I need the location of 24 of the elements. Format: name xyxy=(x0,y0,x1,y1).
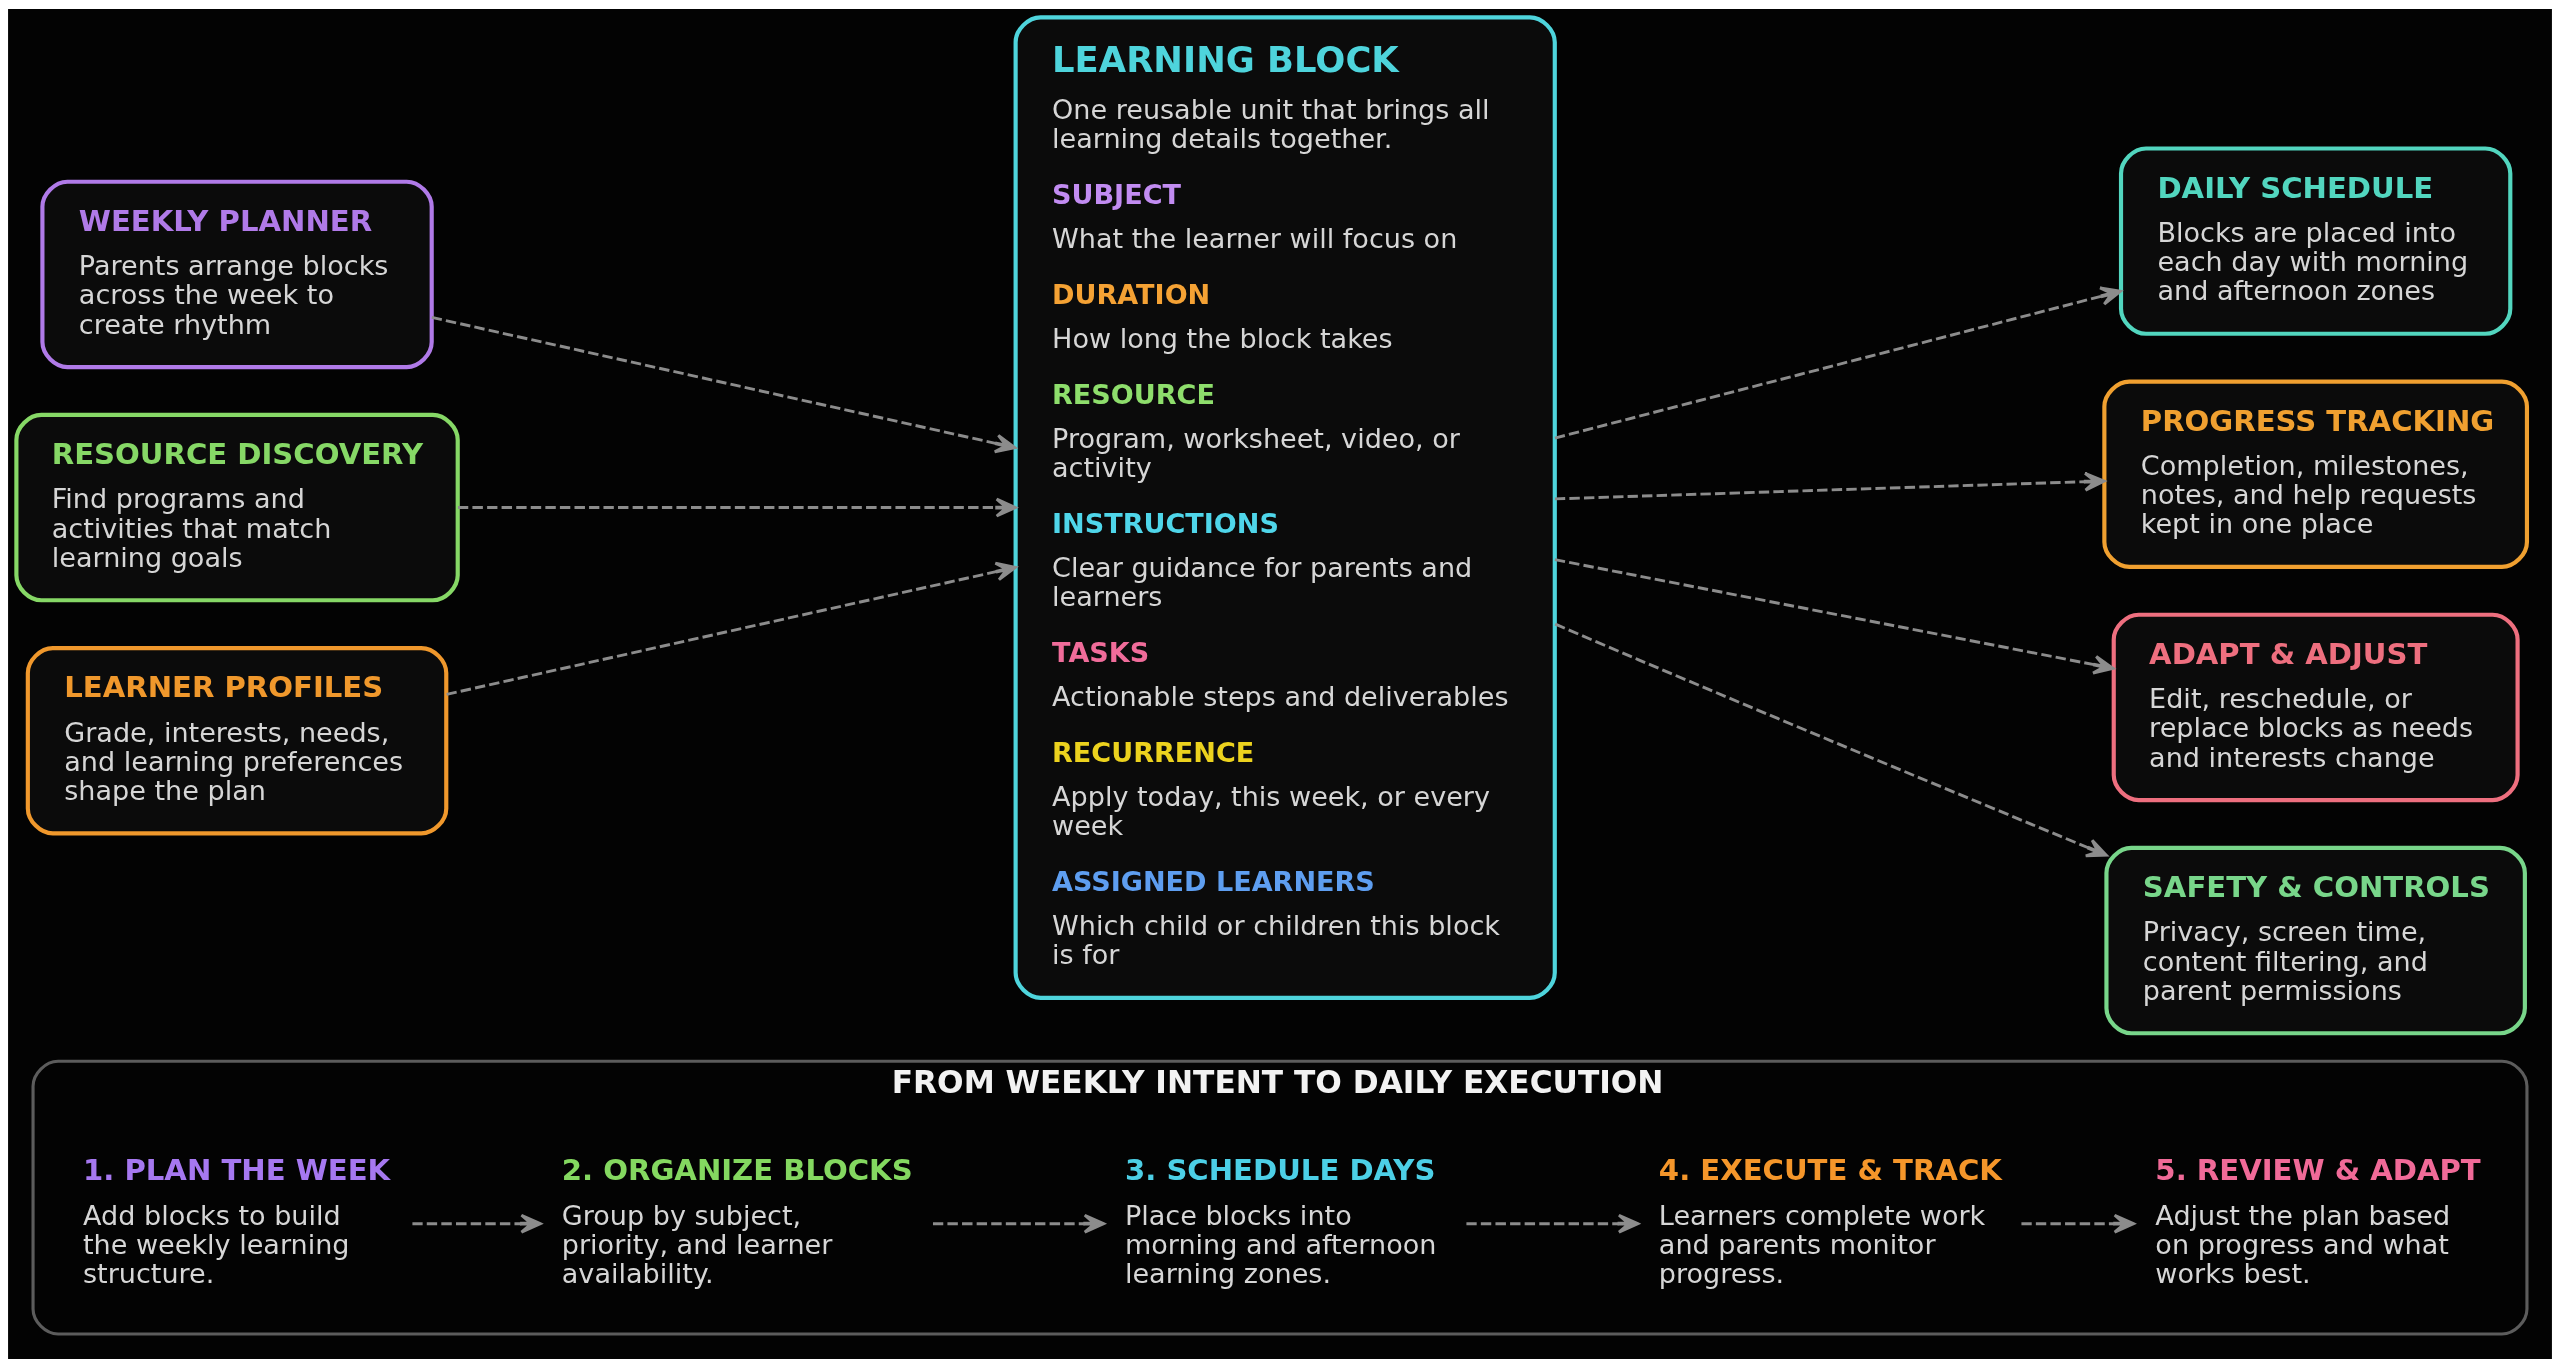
arrow xyxy=(933,1213,1105,1234)
node-box: LEARNER PROFILES Grade, interests, needs, and learning preferences shape the plan xyxy=(25,646,449,836)
node-text: 4. EXECUTE & TRACK Learners complete work and parents monitor progress. xyxy=(1658,1153,2002,1289)
node-box: WEEKLY PLANNER Parents arrange blocks across the week to create rhythm xyxy=(40,179,434,370)
arrow xyxy=(431,316,1017,454)
arrow xyxy=(458,497,1017,518)
node-box: SAFETY & CONTROLS Privacy, screen time, content filtering, and parent permissions xyxy=(2104,845,2527,1036)
arrow xyxy=(1554,622,2108,858)
arrow xyxy=(1554,558,2115,675)
node-box: ADAPT & ADJUST Edit, reschedule, or replace blocks as needs and interests change xyxy=(2111,612,2520,803)
node-box: PROGRESS TRACKING Completion, milestones, notes, and help requests kept in one place xyxy=(2102,379,2530,569)
arrow xyxy=(1466,1213,1640,1234)
node-box: DAILY SCHEDULE Blocks are placed into each day with morning and afternoon zones xyxy=(2118,146,2513,336)
node-box: LEARNING BLOCK One reusable unit that brings all learning details together. SUBJECT What the learner will focus on DURATION How long the block takes RESOURCE Program, worksheet, video, or activity INSTRUCTIONS Clear guidance for parents and learners TASKS Actionable steps and deliverables RECURRENCE Apply today, this week, or every week ASSIGNED LEARNERS Which child or children this block is for xyxy=(1013,15,1557,1000)
arrow xyxy=(1554,471,2106,501)
node-text: 1. PLAN THE WEEK Add blocks to build the weekly learning structure. xyxy=(83,1153,391,1289)
arrow xyxy=(412,1213,542,1234)
arrow xyxy=(446,561,1017,696)
node-text: 2. ORGANIZE BLOCKS Group by subject, priority, and learner availability. xyxy=(561,1153,913,1289)
node-text: 3. SCHEDULE DAYS Place blocks into morning and afternoon learning zones. xyxy=(1124,1153,1437,1289)
arrow xyxy=(2021,1213,2135,1234)
arrow xyxy=(1554,286,2122,440)
node-box: RESOURCE DISCOVERY Find programs and activities that match learning goals xyxy=(14,412,460,603)
node-text: 5. REVIEW & ADAPT Adjust the plan based on progress and what works best. xyxy=(2155,1153,2481,1289)
